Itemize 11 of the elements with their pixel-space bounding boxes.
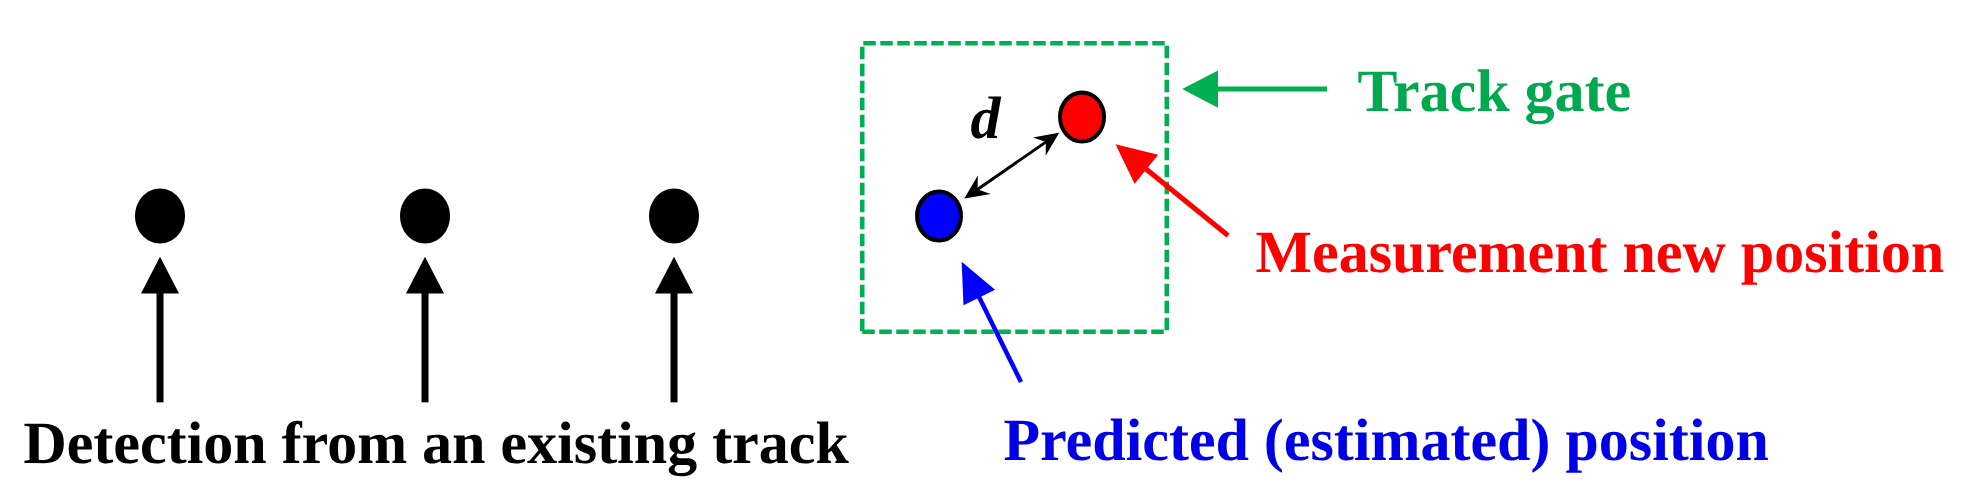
- dot: [1058, 90, 1106, 144]
- dot: [649, 188, 699, 244]
- label: Predicted (estimated) position: [1004, 418, 1768, 473]
- dashed-box: [860, 41, 1169, 334]
- dot: [135, 188, 185, 244]
- edge-label: d: [968, 94, 1003, 141]
- dot: [400, 188, 450, 244]
- label: Measurement new position: [1256, 230, 1944, 285]
- dot: [915, 189, 963, 243]
- label: Detection from an existing track: [24, 420, 849, 477]
- label: Track gate: [1358, 69, 1630, 125]
